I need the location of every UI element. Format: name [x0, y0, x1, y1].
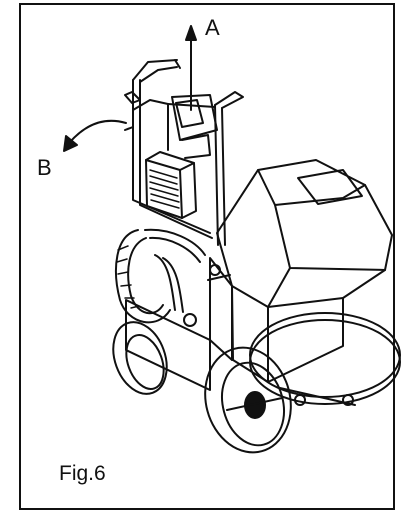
arrow-up-icon: [185, 25, 197, 111]
figure-caption: Fig.6: [59, 462, 106, 485]
fittings: [183, 264, 354, 406]
charger-box: [145, 151, 197, 219]
right-wheel: [204, 346, 292, 454]
handle-frame: [124, 59, 244, 246]
label-a: A: [205, 15, 220, 40]
curved-arrow-icon: [63, 119, 127, 152]
label-b: B: [37, 155, 52, 180]
brush-deck: [249, 312, 401, 406]
hoses: [115, 228, 206, 324]
left-wheel: [112, 321, 168, 395]
figure-frame: [19, 3, 395, 510]
